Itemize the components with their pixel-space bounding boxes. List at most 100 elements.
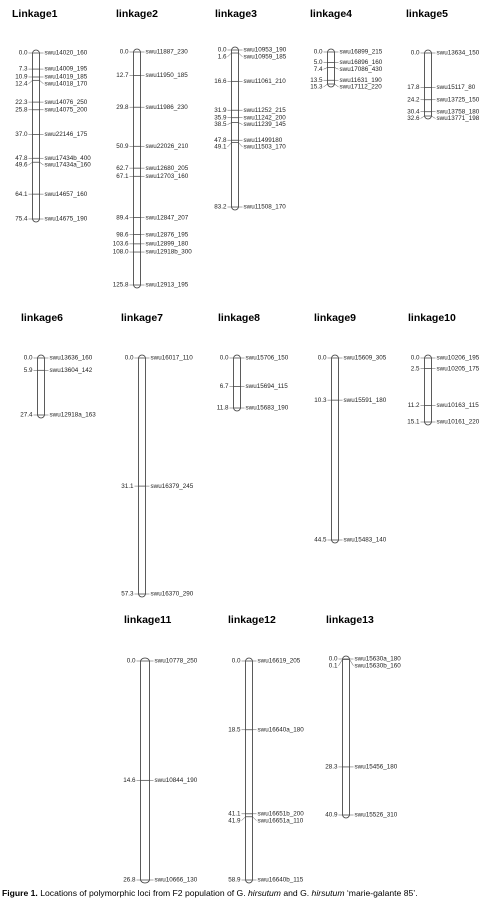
- linkage-title: linkage8: [218, 312, 260, 324]
- marker-label: swu12847_207: [146, 214, 189, 221]
- position-leader: [323, 83, 328, 88]
- caption-text-before: Locations of polymorphic loci from F2 po…: [40, 888, 249, 898]
- marker-label: swu15483_140: [344, 537, 387, 544]
- marker-position: 0.0: [329, 656, 338, 663]
- marker-position: 29.8: [116, 104, 129, 111]
- marker-label: swu10205_175: [437, 365, 480, 372]
- marker-label: swu14018_170: [45, 80, 88, 87]
- marker-label: swu12899_180: [146, 241, 189, 248]
- linkage-title: linkage4: [310, 8, 352, 20]
- position-leader: [227, 122, 232, 125]
- marker-label: swu11252_215: [244, 107, 287, 114]
- linkage-title: linkage9: [314, 312, 356, 324]
- position-leader: [28, 161, 33, 166]
- marker-position: 49.1: [214, 144, 227, 151]
- marker-label: swu17086_430: [340, 66, 383, 73]
- marker-label: swu13725_150: [437, 96, 480, 103]
- marker-label: swu17434a_160: [45, 162, 92, 169]
- marker-label: swu15630a_180: [355, 656, 402, 663]
- marker-position: 30.4: [407, 108, 420, 115]
- marker-position: 0.0: [127, 658, 136, 665]
- chromosome-bar: [32, 49, 40, 223]
- marker-position: 58.9: [228, 877, 241, 884]
- position-leader: [227, 142, 232, 148]
- marker-label: swu11631_190: [340, 77, 383, 84]
- marker-position: 0.0: [318, 355, 327, 362]
- marker-label: swu10163_115: [437, 402, 480, 409]
- marker-position: 22.3: [15, 99, 28, 106]
- marker-label: swu11950_185: [146, 72, 189, 79]
- position-leader: [338, 659, 343, 666]
- marker-label: swu22026_210: [146, 143, 189, 150]
- marker-position: 89.4: [116, 214, 129, 221]
- caption-text-mid: and G.: [280, 888, 312, 898]
- marker-position: 11.8: [217, 405, 229, 412]
- chromosome-bar: [424, 49, 432, 120]
- marker-position: 5.9: [24, 367, 33, 374]
- marker-label: swu15456_180: [355, 764, 398, 771]
- marker-label: swu22146_175: [45, 131, 88, 138]
- chromosome-bar: [331, 354, 339, 544]
- marker-position: 44.5: [314, 537, 327, 544]
- marker-position: 41.9: [228, 817, 241, 824]
- marker-position: 0.0: [411, 50, 420, 57]
- marker-position: 16.6: [214, 78, 227, 85]
- marker-label: swu10666_130: [155, 877, 198, 884]
- linkage-title: linkage12: [228, 614, 276, 626]
- linkage-title: linkage11: [124, 614, 171, 626]
- marker-position: 0.0: [19, 50, 28, 57]
- marker-position: 0.1: [329, 662, 338, 669]
- marker-label: swu16899_215: [340, 49, 383, 56]
- marker-label: swu14075_200: [45, 106, 88, 113]
- marker-position: 0.0: [220, 355, 229, 362]
- marker-position: 13.5: [310, 77, 323, 84]
- marker-position: 24.2: [407, 96, 420, 103]
- marker-label: swu12918a_163: [50, 412, 97, 419]
- marker-position: 38.5: [214, 121, 227, 128]
- marker-label: swu12703_160: [146, 173, 189, 180]
- marker-label: swu13758_180: [437, 108, 480, 115]
- marker-position: 10.3: [314, 397, 327, 404]
- marker-label: swu14009_195: [45, 66, 88, 73]
- linkage-title: linkage6: [21, 312, 63, 324]
- marker-label: swu15117_80: [437, 84, 476, 91]
- marker-label: swu14076_250: [45, 99, 88, 106]
- linkage-title: linkage2: [116, 8, 158, 20]
- marker-label: swu16651a_110: [258, 817, 304, 824]
- marker-position: 15.3: [310, 84, 323, 91]
- marker-leader: [39, 161, 44, 166]
- marker-leader: [334, 83, 339, 88]
- marker-position: 75.4: [15, 216, 28, 223]
- linkage-title: Linkage1: [12, 8, 58, 20]
- marker-position: 98.6: [116, 231, 129, 238]
- marker-label: swu14675_190: [45, 216, 88, 223]
- marker-position: 47.8: [15, 155, 28, 162]
- linkage-title: linkage3: [215, 8, 257, 20]
- marker-position: 0.0: [218, 47, 227, 54]
- marker-position: 50.9: [116, 143, 129, 150]
- caption-text-after: ‘marie-galante 85’.: [344, 888, 418, 898]
- marker-position: 31.9: [214, 107, 227, 114]
- marker-position: 0.0: [120, 49, 129, 56]
- marker-label: swu15526_310: [355, 812, 398, 819]
- marker-label: swu12913_195: [146, 282, 189, 289]
- marker-position: 27.4: [20, 412, 33, 419]
- marker-position: 35.9: [214, 114, 227, 121]
- chromosome-bar: [231, 46, 239, 211]
- linkage-title: linkage7: [121, 312, 163, 324]
- marker-position: 62.7: [116, 165, 129, 172]
- marker-position: 0.0: [125, 355, 134, 362]
- marker-leader: [238, 142, 243, 148]
- marker-position: 25.8: [15, 106, 28, 113]
- marker-position: 11.2: [408, 402, 420, 409]
- marker-label: swu16896_160: [340, 59, 383, 66]
- marker-label: swu14019_185: [45, 74, 88, 81]
- marker-label: swu10206_195: [437, 355, 480, 362]
- position-leader: [227, 52, 232, 57]
